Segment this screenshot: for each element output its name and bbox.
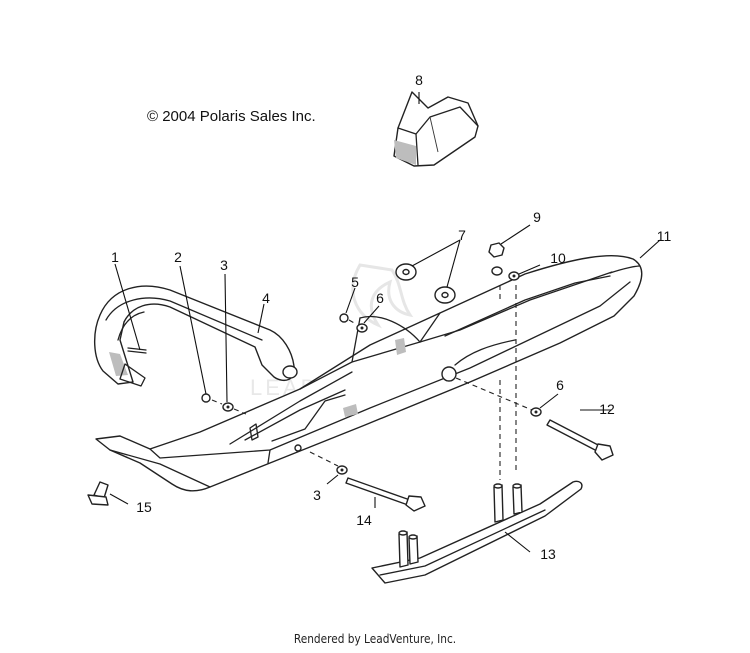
callout-7: 7 bbox=[458, 227, 466, 243]
part-2-nut bbox=[201, 393, 211, 403]
hardware bbox=[201, 242, 542, 475]
part-15-bolt bbox=[87, 481, 109, 506]
callout-12: 12 bbox=[599, 401, 615, 417]
callout-9: 9 bbox=[533, 209, 541, 225]
callout-1: 1 bbox=[111, 249, 119, 265]
copyright-notice: © 2004 Polaris Sales Inc. bbox=[147, 108, 316, 125]
part-9-nut bbox=[488, 242, 505, 258]
callout-15: 15 bbox=[136, 499, 152, 515]
callout-2: 2 bbox=[174, 249, 182, 265]
part-5-nut bbox=[339, 313, 349, 323]
callout-14: 14 bbox=[356, 512, 372, 528]
part-4-ski-loop bbox=[94, 285, 298, 387]
callout-8: 8 bbox=[415, 72, 423, 88]
callout-13: 13 bbox=[540, 546, 556, 562]
part-13-wear-bar bbox=[371, 480, 583, 584]
callout-6-lower: 6 bbox=[556, 377, 564, 393]
part-11-ski bbox=[95, 254, 643, 492]
part-12-bolt bbox=[546, 419, 614, 461]
callout-10: 10 bbox=[550, 250, 566, 266]
callout-6: 6 bbox=[376, 290, 384, 306]
part-10-washer-a bbox=[491, 266, 503, 276]
callout-11: 11 bbox=[656, 228, 672, 244]
leader-lines bbox=[109, 92, 661, 553]
assembly-lines bbox=[211, 285, 533, 480]
callout-3: 3 bbox=[220, 257, 228, 273]
callout-4: 4 bbox=[262, 290, 270, 306]
callout-3-lower: 3 bbox=[313, 487, 321, 503]
part-8-skid-pad bbox=[393, 91, 479, 167]
part-14-bolt bbox=[345, 477, 426, 512]
callout-5: 5 bbox=[351, 274, 359, 290]
rendered-by-footer: Rendered by LeadVenture, Inc. bbox=[293, 632, 457, 646]
